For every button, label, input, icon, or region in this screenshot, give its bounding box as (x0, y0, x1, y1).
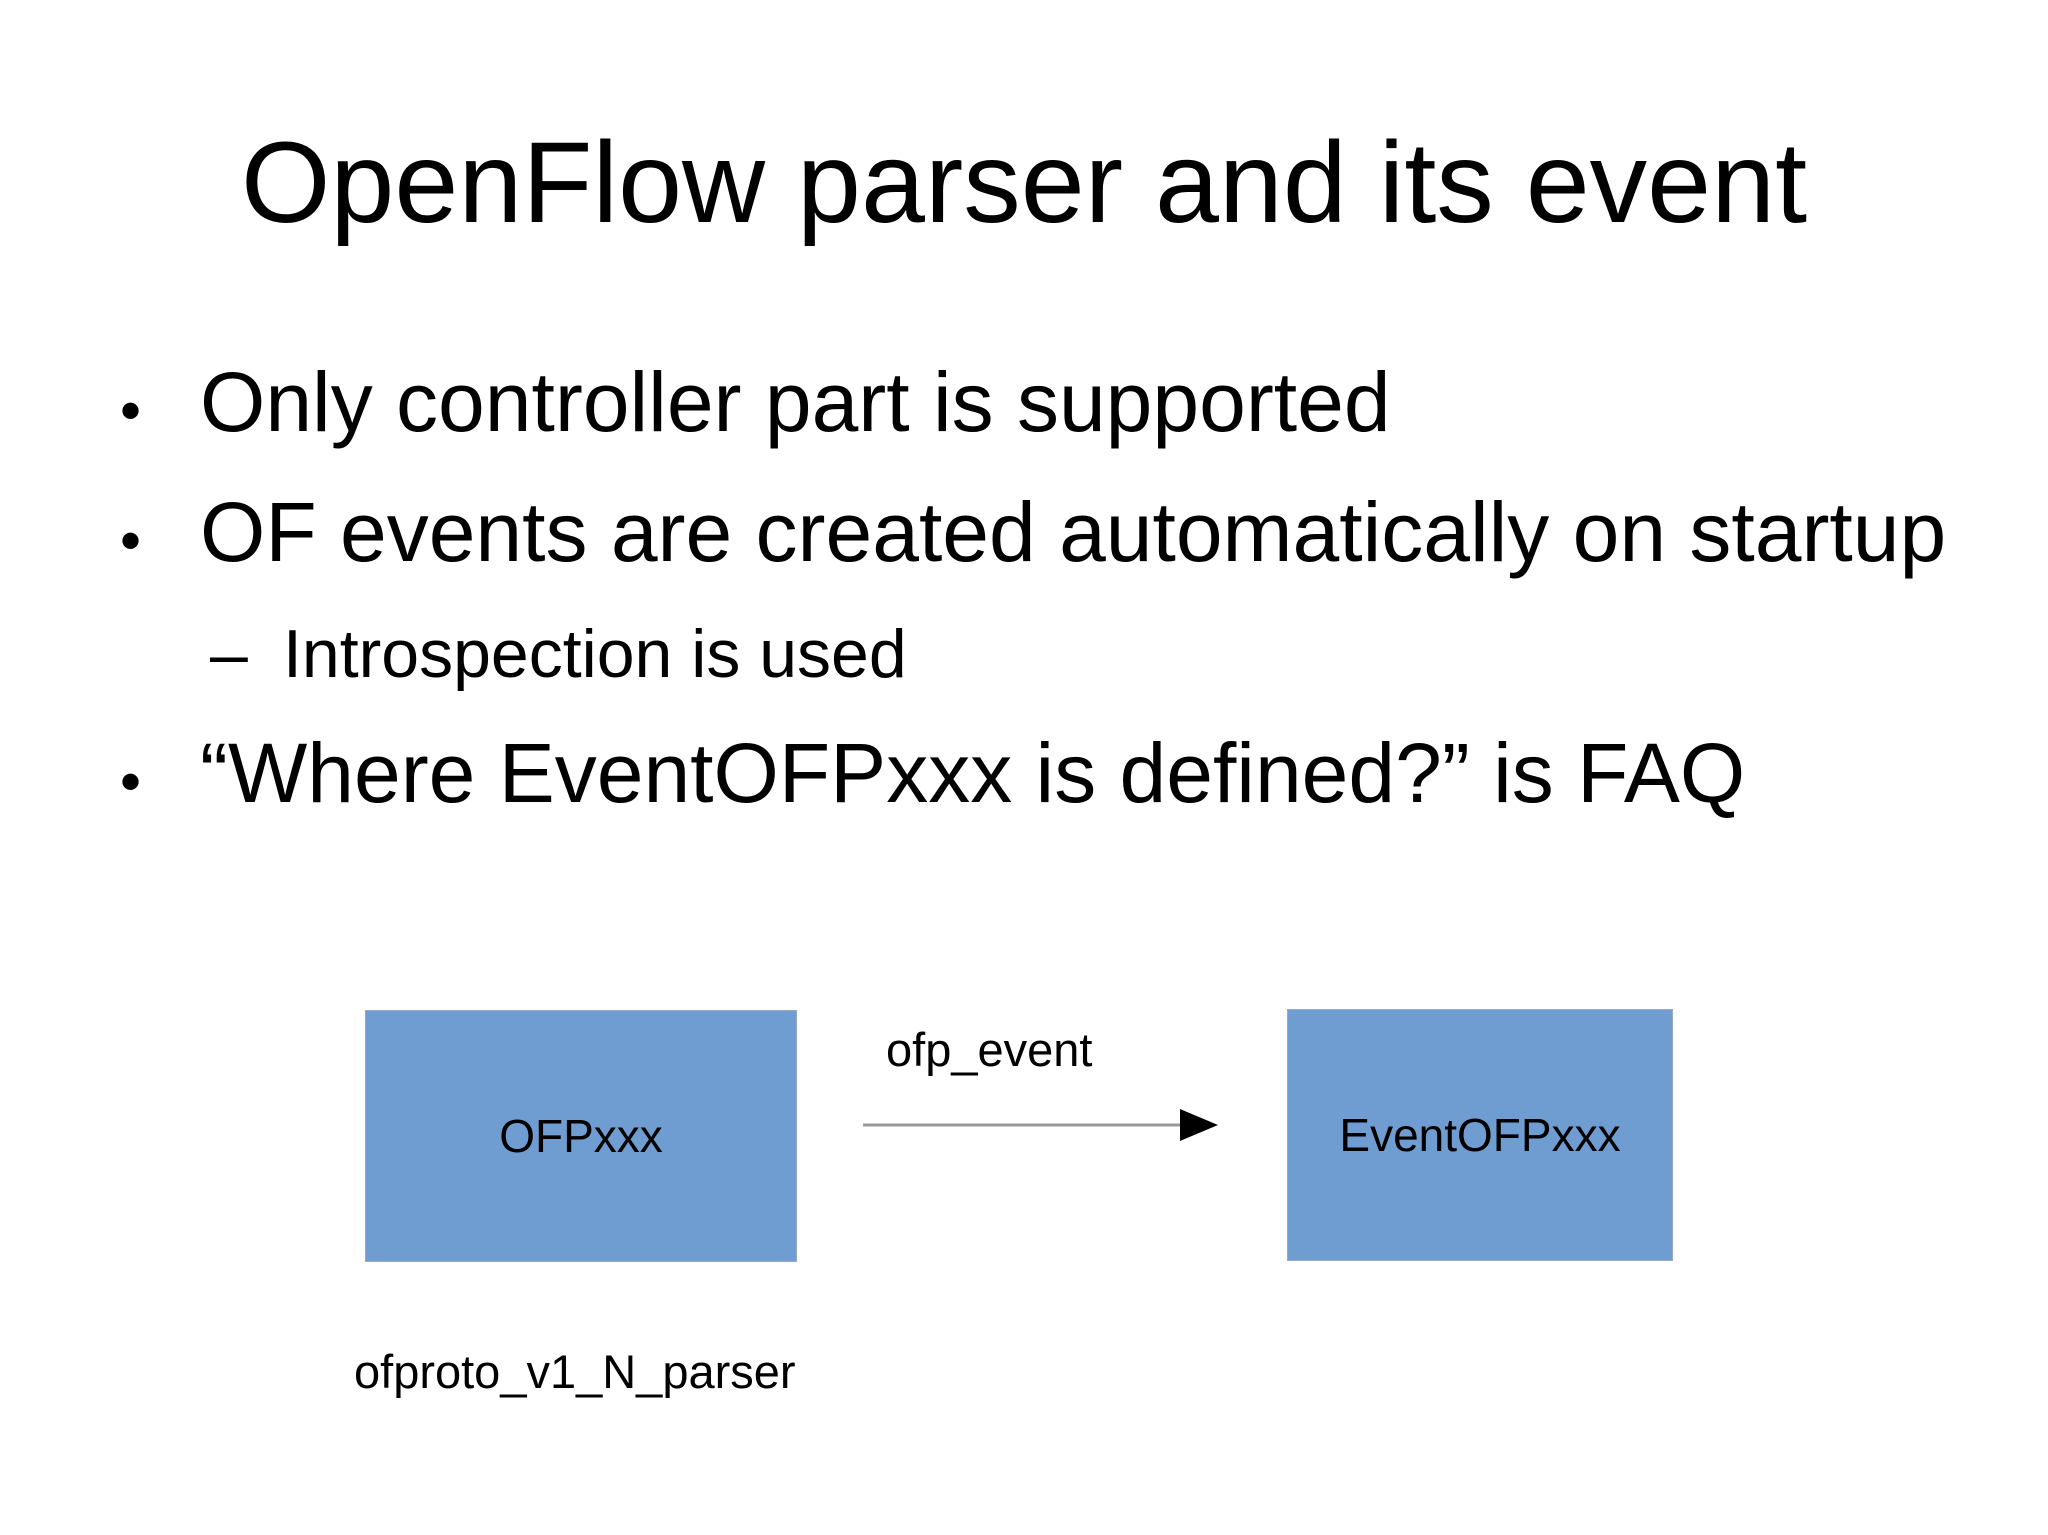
bullet-item: • “Where EventOFPxxx is defined?” is FAQ (120, 723, 1745, 824)
bullet-text: OF events are created automatically on s… (200, 485, 1947, 579)
diagram-caption: ofproto_v1_N_parser (354, 1345, 796, 1398)
source-box: OFPxxx (365, 1010, 797, 1262)
slide-title: OpenFlow parser and its event (240, 119, 1808, 247)
arrow-label: ofp_event (886, 1023, 1093, 1076)
target-box: EventOFPxxx (1287, 1009, 1673, 1261)
right-arrow-icon (863, 1109, 1218, 1141)
bullet-subitem: – Introspection is used (210, 614, 907, 696)
bullet-marker: • (120, 377, 142, 444)
arrow-connector (850, 1095, 1230, 1155)
bullet-text: “Where EventOFPxxx is defined?” is FAQ (200, 726, 1746, 820)
bullet-marker: • (120, 507, 142, 574)
bullet-item: • OF events are created automatically on… (120, 482, 1946, 583)
target-box-label: EventOFPxxx (1339, 1109, 1621, 1161)
bullet-item: • Only controller part is supported (120, 352, 1391, 453)
bullet-text: Introspection is used (283, 616, 907, 692)
bullet-text: Only controller part is supported (200, 355, 1391, 449)
bullet-marker: • (120, 748, 142, 815)
bullet-dash-marker: – (210, 616, 248, 692)
source-box-label: OFPxxx (499, 1110, 663, 1162)
